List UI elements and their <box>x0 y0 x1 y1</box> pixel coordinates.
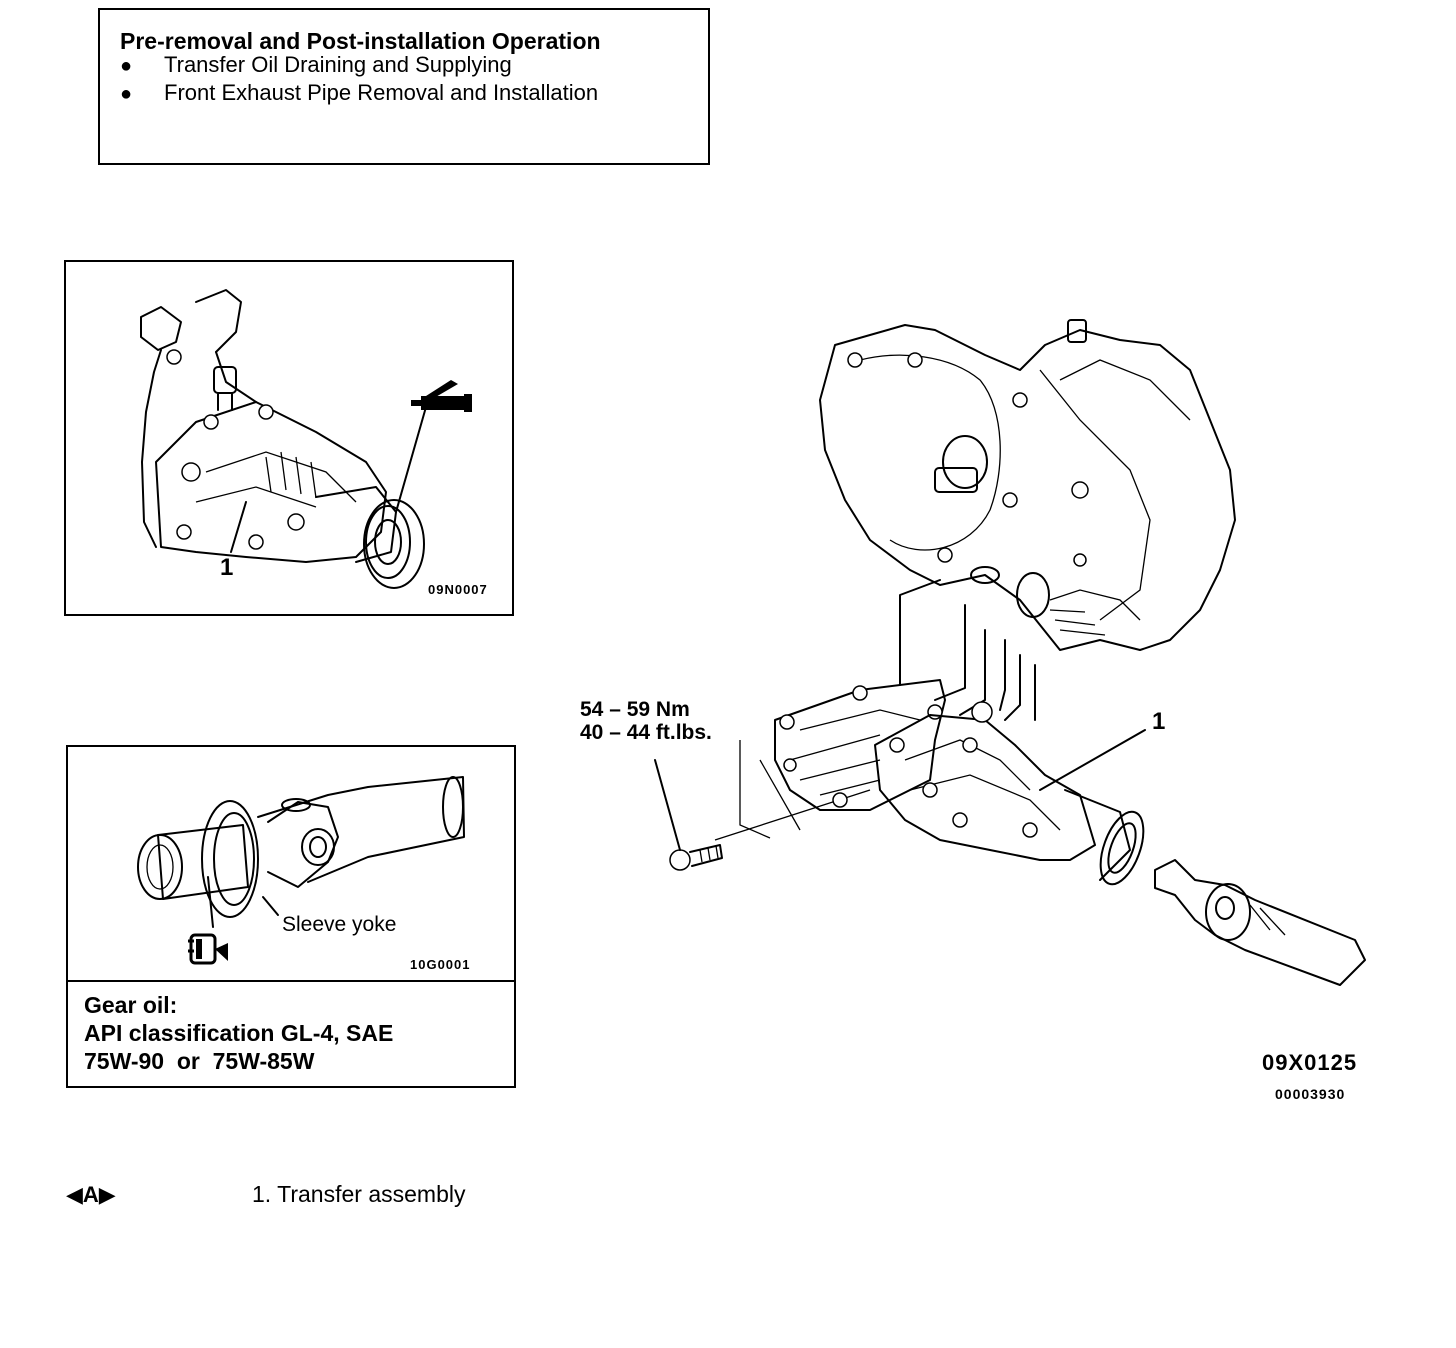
figure-code: 09N0007 <box>428 582 488 597</box>
pre-removal-item-text: Front Exhaust Pipe Removal and Installat… <box>164 80 599 105</box>
transfer-oil-figure: 1 09N0007 <box>64 260 514 616</box>
bolt-icon <box>669 844 723 871</box>
main-figure-code: 09X0125 <box>1262 1050 1358 1075</box>
callout-1: 1 <box>220 554 234 581</box>
oil-drain-icon <box>411 380 472 412</box>
bullet-icon: ● <box>120 83 133 105</box>
sleeve-yoke-label: Sleeve yoke <box>282 913 397 936</box>
grease-icon <box>188 933 228 965</box>
pre-removal-item: ● Transfer Oil Draining and Supplying <box>120 52 512 78</box>
gear-oil-classification: API classification GL-4, SAE <box>84 1020 394 1046</box>
service-point-marker: ◀A▶ <box>66 1182 116 1207</box>
pre-removal-box: Pre-removal and Post-installation Operat… <box>98 8 710 165</box>
gear-oil-spec: Gear oil: API classification GL-4, SAE 7… <box>84 991 393 1075</box>
sleeve-yoke-figure: Sleeve yoke 10G0001 Gear oil: API classi… <box>66 745 516 1088</box>
sleeve-yoke-illustration <box>137 776 465 965</box>
part-list-item: 1. Transfer assembly <box>252 1181 466 1207</box>
figure-code: 10G0001 <box>410 957 471 972</box>
pre-removal-title: Pre-removal and Post-installation Operat… <box>120 28 601 54</box>
callout-1-main: 1 <box>1152 708 1166 735</box>
pre-removal-item: ● Front Exhaust Pipe Removal and Installa… <box>120 80 598 106</box>
gear-oil-grades: 75W-90 or 75W-85W <box>84 1048 315 1074</box>
divider <box>68 980 514 982</box>
transfer-case-illustration <box>140 289 472 589</box>
bullet-icon: ● <box>120 55 133 77</box>
torque-nm: 54 – 59 Nm <box>580 698 690 721</box>
doc-number: 00003930 <box>1275 1086 1346 1102</box>
pre-removal-item-text: Transfer Oil Draining and Supplying <box>164 52 512 77</box>
gear-oil-title: Gear oil: <box>84 992 178 1018</box>
torque-ftlbs: 40 – 44 ft.lbs. <box>580 721 712 744</box>
